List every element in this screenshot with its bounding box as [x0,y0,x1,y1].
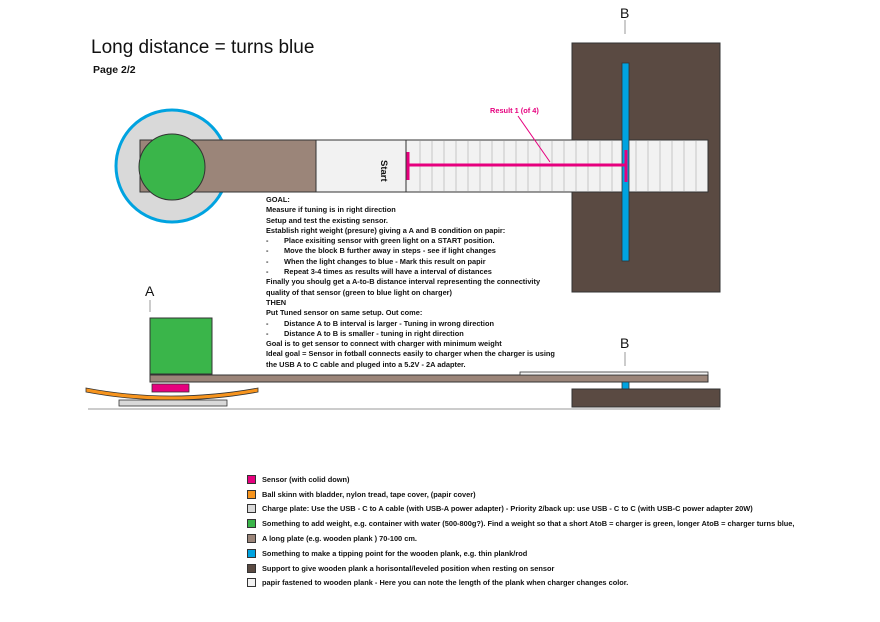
legend-swatch [247,534,256,544]
goal-line: Measure if tuning is in right direction [266,205,396,215]
legend-item: Ball skinn with bladder, nylon tread, ta… [247,487,794,502]
legend-swatch [247,489,256,499]
paper-side [519,371,709,376]
label-b-side: B [620,335,630,351]
goal-line: When the light changes to blue - Mark th… [266,257,566,268]
goal-line: Setup and test the existing sensor. [266,215,388,225]
goal-text-block: GOAL:Measure if tuning is in right direc… [266,195,566,370]
legend-label: Ball skinn with bladder, nylon tread, ta… [262,489,476,499]
sensor-side [151,383,190,393]
goal-line: GOAL: [266,195,290,204]
legend-item: Something to add weight, e.g. container … [247,516,794,531]
legend-swatch [247,578,256,588]
legend-label: papir fastened to wooden plank - Here yo… [262,578,629,588]
legend-item: Sensor (with colid down) [247,472,794,487]
legend-item: Something to make a tipping point for th… [247,546,794,561]
page-title: Long distance = turns blue [91,37,315,58]
legend-label: Charge plate: Use the USB - C to A cable… [262,504,753,514]
legend-label: Something to add weight, e.g. container … [262,519,795,529]
goal-line: Goal is to get sensor to connect with ch… [266,339,502,349]
ball-skin-side [85,387,259,401]
goal-line: THEN [266,297,287,307]
weight-top [138,133,206,201]
goal-line: Repeat 3-4 times as results will have a … [266,267,566,278]
result-label: Result 1 (of 4) [490,106,539,115]
legend-label: Something to make a tipping point for th… [262,548,528,558]
goal-line: Finally you shoulg get a A-to-B distance… [266,277,541,287]
weight-side [149,317,213,375]
goal-line: Establish right weight (presure) giving … [266,225,506,235]
goal-line: Place exisiting sensor with green light … [266,236,566,247]
page-number: Page 2/2 [93,64,136,76]
legend-swatch [247,563,256,573]
goal-line: quality of that sensor (green to blue li… [266,287,453,297]
charger-plate-side [118,399,228,407]
label-b-top: B [620,5,630,21]
result-pointer [517,115,551,163]
support-block-b-side [571,388,721,408]
legend-swatch [247,519,256,529]
legend-swatch [247,548,256,558]
legend-swatch [247,504,256,514]
start-label: Start [378,160,389,182]
legend-item: A long plate (e.g. wooden plank ) 70-100… [247,531,794,546]
legend-label: Sensor (with colid down) [262,474,350,484]
legend-label: Support to give wooden plank a horisonta… [262,563,555,573]
goal-line: Distance A to B is smaller - tuning in r… [266,329,566,340]
label-a: A [145,283,155,299]
legend-item: papir fastened to wooden plank - Here yo… [247,576,794,591]
goal-line: Distance A to B interval is larger - Tun… [266,319,566,330]
tipping-rod-side [621,381,630,390]
legend-item: Support to give wooden plank a horisonta… [247,561,794,576]
plank-side [149,374,709,383]
goal-line: Put Tuned sensor on same setup. Out come… [266,308,423,318]
legend-label: A long plate (e.g. wooden plank ) 70-100… [262,534,417,544]
legend-item: Charge plate: Use the USB - C to A cable… [247,502,794,517]
legend-swatch [247,474,256,484]
goal-line: Ideal goal = Sensor in fotball connects … [266,349,555,359]
goal-line: Move the block B further away in steps -… [266,246,566,257]
legend: Sensor (with colid down) Ball skinn with … [247,472,794,590]
goal-line: the USB A to C cable and pluged into a 5… [266,359,466,369]
